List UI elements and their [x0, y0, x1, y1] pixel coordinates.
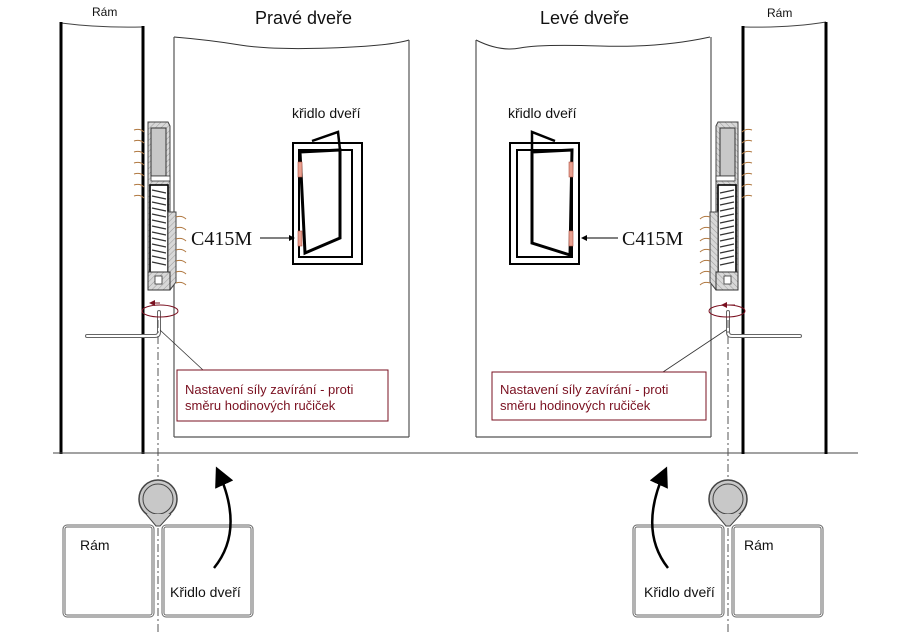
model-label: C415M — [622, 228, 683, 250]
door-frame — [59, 22, 145, 454]
svg-text:směru hodinových ručiček: směru hodinových ručiček — [500, 398, 651, 413]
plan-frame-label: Rám — [80, 537, 110, 553]
plan-view: Rám Křidlo dveří — [62, 466, 254, 618]
hex-key — [85, 300, 179, 338]
svg-text:Nastavení síly zavírání - prot: Nastavení síly zavírání - proti — [500, 382, 668, 397]
plan-sash-label: Křidlo dveří — [644, 584, 715, 600]
sash-label: křidlo dveří — [292, 105, 361, 121]
door-sash-icon — [509, 130, 580, 265]
plan-frame-label: Rám — [744, 537, 774, 553]
door-sash-icon — [292, 130, 363, 265]
plan-view: Rám Křidlo dveří — [632, 466, 824, 618]
sash-label: křidlo dveří — [508, 105, 577, 121]
door-frame — [741, 21, 828, 454]
plan-sash-label: Křidlo dveří — [170, 584, 241, 600]
frame-label: Rám — [767, 6, 792, 20]
model-label: C415M — [191, 228, 252, 250]
right-door-panel: Pravé dveře Rám Nast — [59, 5, 410, 635]
opening-direction-arrow-icon — [649, 466, 669, 569]
adjustment-note: Nastavení síly zavírání - proti směru ho… — [491, 371, 707, 421]
hex-key — [708, 302, 802, 338]
svg-text:směru hodinových ručiček: směru hodinových ručiček — [185, 398, 336, 413]
left-door-title: Levé dveře — [540, 8, 629, 28]
left-door-panel: Levé dveře Rám Nastavení síly zavírání — [475, 6, 828, 635]
frame-label: Rám — [92, 5, 117, 19]
opening-direction-arrow-icon — [213, 466, 234, 569]
right-door-title: Pravé dveře — [255, 8, 352, 28]
rotation-arrow-icon — [141, 304, 179, 318]
adjustment-note: Nastavení síly zavírání - proti směru ho… — [176, 369, 389, 422]
svg-text:Nastavení síly zavírání - prot: Nastavení síly zavírání - proti — [185, 382, 353, 397]
